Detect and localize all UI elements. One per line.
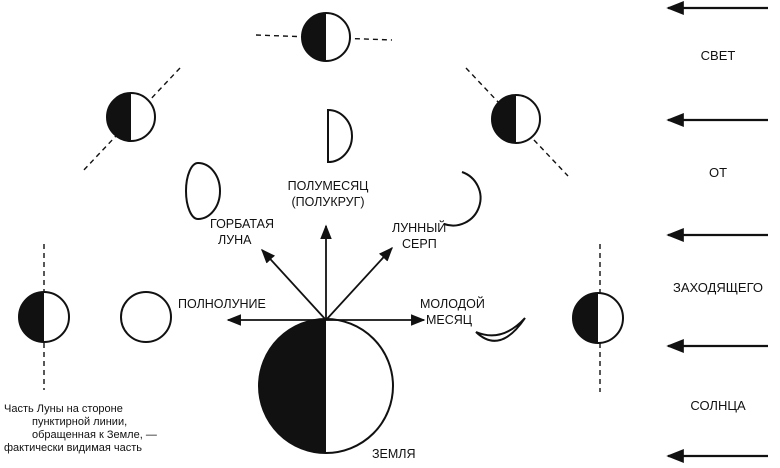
visibility-note: Часть Луны на стороне пунктирной линии, … bbox=[4, 403, 157, 454]
visibility-line bbox=[81, 67, 181, 173]
new-moon-shape bbox=[475, 317, 526, 342]
arrow-crescent bbox=[325, 246, 393, 321]
moon-right bbox=[572, 244, 624, 392]
label-crescent: ЛУННЫЙ bbox=[392, 220, 446, 235]
label-new-moon: МЕСЯЦ bbox=[426, 313, 473, 327]
sunlight-word: СОЛНЦА bbox=[690, 398, 746, 413]
sunlight-arrows bbox=[666, 0, 768, 464]
full-moon-shape bbox=[120, 291, 172, 343]
half-moon-shape bbox=[327, 108, 353, 164]
note-line: фактически видимая часть bbox=[4, 442, 142, 454]
label-gibbous: ГОРБАТАЯ bbox=[210, 217, 274, 231]
label-new-moon: МОЛОДОЙ bbox=[420, 296, 485, 311]
label-gibbous: ЛУНА bbox=[218, 233, 252, 247]
label-earth: ЗЕМЛЯ bbox=[372, 447, 416, 461]
earth bbox=[258, 318, 394, 454]
moon-left bbox=[18, 244, 70, 390]
crescent-shape bbox=[443, 171, 482, 227]
note-line: Часть Луны на стороне bbox=[4, 403, 123, 415]
arrow-gibbous bbox=[261, 248, 327, 321]
moon-upper-right bbox=[465, 67, 569, 177]
note-line: обращенная к Земле, — bbox=[32, 429, 157, 441]
label-full-moon: ПОЛНОЛУНИЕ bbox=[178, 297, 266, 311]
gibbous-moon-shape bbox=[185, 161, 221, 221]
sunlight-word: ОТ bbox=[709, 165, 727, 180]
label-crescent: СЕРП bbox=[402, 237, 437, 251]
moon-upper-left bbox=[81, 67, 181, 173]
sunlight-word: ЗАХОДЯЩЕГО bbox=[673, 280, 763, 295]
note-line: пунктирной линии, bbox=[32, 416, 127, 428]
sunlight-word: СВЕТ bbox=[701, 48, 736, 63]
visibility-line bbox=[255, 34, 393, 41]
view-arrows bbox=[226, 224, 426, 326]
sunlight-caption: СВЕТ ОТ ЗАХОДЯЩЕГО СОЛНЦА bbox=[673, 48, 763, 413]
moon-top bbox=[255, 12, 393, 62]
label-half-moon: (ПОЛУКРУГ) bbox=[291, 195, 364, 209]
label-half-moon: ПОЛУМЕСЯЦ bbox=[288, 179, 370, 193]
